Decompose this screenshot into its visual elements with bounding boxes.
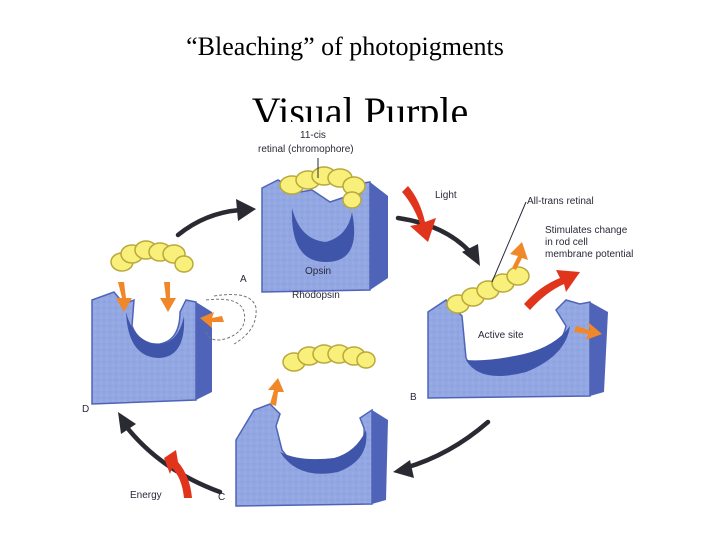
cycle-arrow-c-to-d [122,422,223,495]
cycle-arrow-d-to-a [175,207,243,238]
label-stage-a: A [240,274,247,285]
red-arrow-stage-b [524,270,580,310]
protein-stage-c [235,403,388,507]
label-stimulates-line1: Stimulates change [545,225,628,236]
orange-arrows-stage-b [510,242,602,340]
label-stage-c: C [218,492,225,503]
light-arrow [402,186,436,242]
label-stimulates-line3: membrane potential [545,249,633,260]
label-all-trans-retinal: All-trans retinal [527,196,594,207]
slide-title: “Bleaching” of photopigments [186,32,504,61]
retinal-11-cis-stage-d [110,240,194,273]
label-stage-b: B [410,392,417,403]
label-energy: Energy [130,490,162,501]
label-chromophore-line1: 11-cis [300,130,326,141]
label-rhodopsin: Rhodopsin [292,290,340,301]
label-stimulates-line2: in rod cell [545,237,588,248]
label-opsin: Opsin [305,266,331,277]
cycle-arrowheads [118,199,480,478]
cycle-arrow-b-to-c [402,419,491,471]
retinal-all-trans-stage-b [446,266,530,314]
label-stage-d: D [82,404,89,415]
protein-stage-d [91,291,212,405]
orange-arrow-stage-c [268,378,284,406]
orange-arrows-stage-d [116,282,224,328]
retinal-11-cis-stage-a [279,166,366,209]
label-light: Light [435,190,457,201]
energy-arrow [164,450,192,498]
label-active-site: Active site [478,330,524,341]
retinal-all-trans-stage-c [282,344,376,372]
all-trans-pointer [491,201,527,283]
retinal-dashed-outline [205,294,257,345]
slide-subtitle: Visual Purple [251,89,469,122]
label-chromophore-line2: retinal (chromophore) [258,144,354,155]
cycle-arrow-a-to-b [395,215,473,255]
protein-stage-b [427,299,608,399]
cycle-arrows [122,207,491,495]
